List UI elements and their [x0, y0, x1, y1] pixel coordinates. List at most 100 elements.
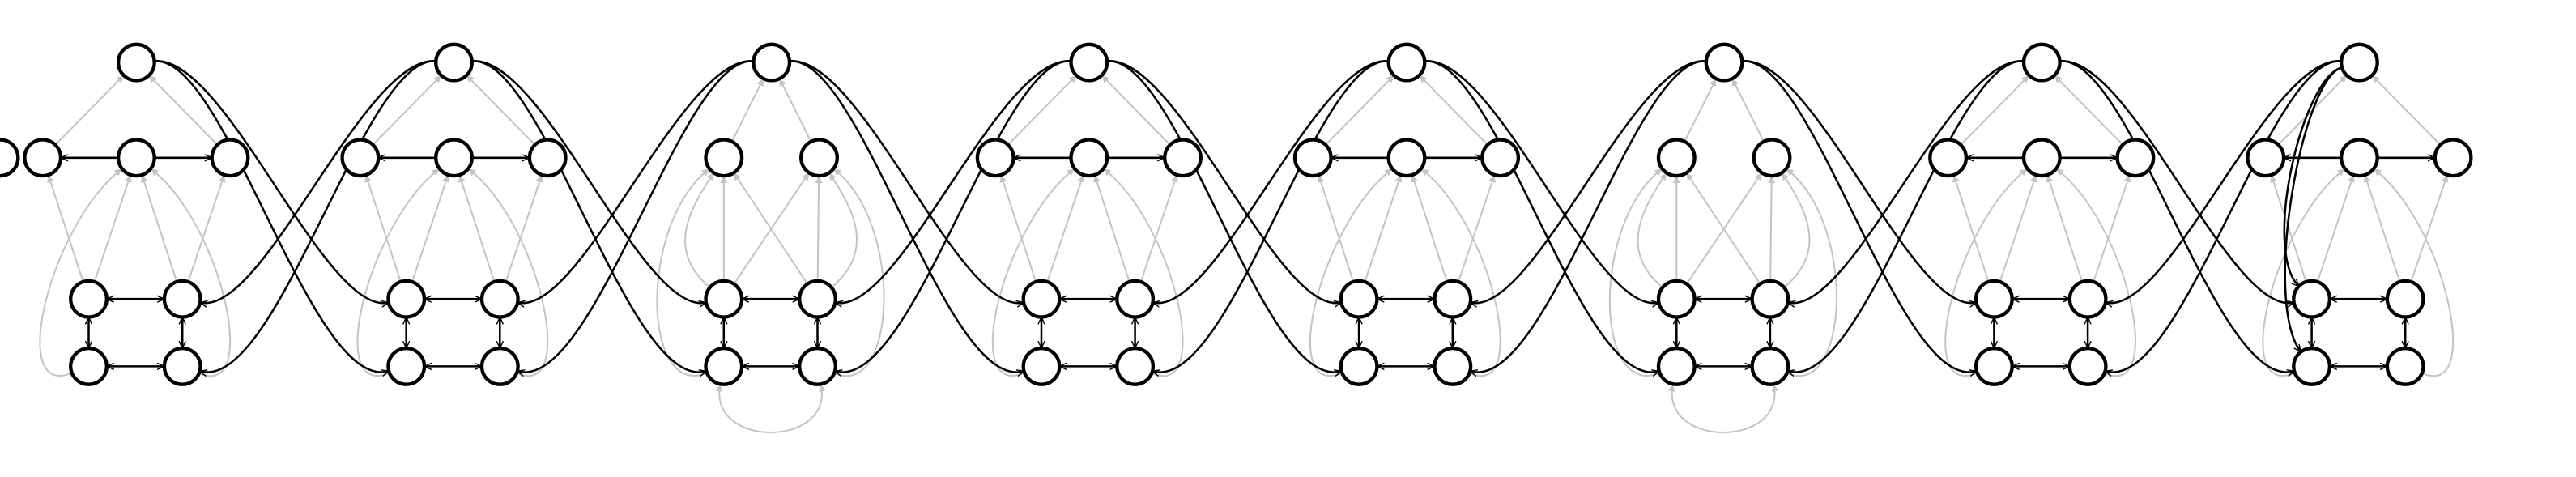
primary-edges: [60, 60, 2436, 372]
block-8-edge-grid-top-right-to-middle-right: [2410, 174, 2449, 283]
block-3-top-to-block-4-grid-top-left: [789, 60, 1023, 303]
block-4-node-top: [1069, 42, 1109, 83]
block-3-curve-left: [656, 168, 710, 377]
block-3-node-top: [752, 42, 792, 83]
block-7-node-grid-top-left: [1974, 279, 2014, 319]
block-1-top-to-block-2-grid-bottom-left: [153, 60, 389, 372]
block-2-top-to-block-1-grid-bottom-left: [200, 60, 437, 372]
block-4-edge-grid-top-right-to-middle-center: [1093, 174, 1130, 283]
block-5-curve-left: [1309, 168, 1394, 377]
block-3-node-middle-left: [704, 138, 744, 178]
block-3-top-to-block-2-grid-top-left: [518, 60, 755, 303]
block-4-top-to-block-3-grid-bottom-left: [835, 60, 1072, 372]
block-7-node-grid-top-right: [2067, 279, 2108, 319]
block-3-node-grid-top-right: [798, 279, 837, 319]
block-7-node-middle-left: [1928, 138, 1969, 178]
block-1-node-top: [116, 42, 156, 83]
block-3-node-grid-bottom-right: [798, 346, 837, 386]
block-4-top-to-block-5-grid-top-left: [1106, 60, 1341, 303]
block-1-node-grid-bottom-right: [162, 346, 202, 386]
block-6-curve-bottom: [1667, 383, 1779, 434]
block-2-top-to-block-3-grid-top-left: [470, 60, 705, 303]
block-8-top-to-block-7-grid-top-left: [2106, 60, 2343, 303]
block-1-edge-grid-top-left-to-middle-center: [93, 174, 132, 283]
block-8-edge-grid-top-left-to-middle-center: [2316, 174, 2355, 283]
block-2-edge-grid-top-right-to-middle-center: [458, 174, 496, 283]
block-2-edge-grid-top-left-to-middle-left: [364, 174, 402, 283]
block-2-node-middle-left: [340, 138, 381, 178]
block-3-top-to-block-4-grid-bottom-left: [789, 60, 1024, 372]
block-2-edge-middle-right-to-top: [466, 75, 536, 146]
block-3-edge-grid-top-right-to-middle-right: [815, 175, 823, 282]
block-3-edge-grid-top-right-to-middle-left: [733, 172, 808, 285]
block-8-top-to-grid-bottom-left: [2284, 66, 2343, 351]
block-7-node-top: [2021, 42, 2062, 83]
block-8-node-grid-top-right: [2385, 279, 2425, 319]
block-1-edge-grid-top-right-to-middle-right: [187, 174, 226, 283]
block-8-top-to-grid-top-left: [2283, 66, 2343, 286]
block-8-node-grid-top-left: [2292, 279, 2332, 319]
block-3-node-grid-top-left: [704, 279, 744, 319]
block-7-curve-right: [2055, 168, 2136, 377]
block-7-node-middle-right: [2115, 138, 2156, 178]
block-7-node-grid-bottom-left: [1974, 346, 2014, 386]
block-5-top-to-block-6-grid-bottom-left: [1424, 60, 1659, 372]
block-4-edge-grid-top-left-to-middle-left: [999, 174, 1037, 283]
block-6-top-to-block-5-grid-bottom-left: [1471, 60, 1707, 372]
block-3-curve-bottom: [715, 383, 826, 434]
block-5-edge-grid-top-right-to-middle-center: [1411, 174, 1448, 283]
nodes: [0, 42, 2473, 386]
block-5-curve-right: [1420, 168, 1501, 377]
block-6-curve-right-inner: [1781, 172, 1811, 288]
block-4-curve-right: [1102, 168, 1184, 377]
block-5-top-to-block-6-grid-top-left: [1424, 60, 1658, 303]
block-7-top-to-block-8-grid-top-left: [2059, 60, 2293, 303]
block-1-edge-grid-top-left-to-middle-left: [47, 174, 84, 283]
block-4-node-grid-bottom-left: [1021, 346, 1062, 386]
block-3-edge-middle-left-to-top: [730, 78, 764, 143]
block-7-top-to-block-8-grid-bottom-left: [2059, 60, 2294, 372]
block-8-top-to-block-7-grid-bottom-left: [2106, 60, 2343, 372]
block-5-top-to-block-4-grid-bottom-left: [1153, 60, 1390, 372]
block-7-node-middle-center: [2021, 138, 2062, 178]
block-5-edge-grid-top-left-to-middle-center: [1364, 174, 1403, 283]
block-6-edge-middle-right-to-top: [1731, 78, 1765, 143]
block-7-node-grid-bottom-right: [2067, 346, 2108, 386]
block-6-curve-left: [1608, 168, 1663, 377]
block-5-edge-grid-top-left-to-middle-left: [1317, 174, 1355, 283]
block-2-node-top: [434, 42, 474, 83]
block-5-node-grid-bottom-left: [1339, 346, 1379, 386]
block-4-node-middle-right: [1163, 138, 1203, 178]
block-6-node-middle-center: [0, 138, 20, 178]
block-8-node-grid-bottom-left: [2292, 346, 2332, 386]
block-2-node-grid-top-left: [386, 279, 427, 319]
block-2-edge-grid-top-left-to-middle-center: [411, 174, 449, 283]
block-3-node-grid-bottom-left: [704, 346, 744, 386]
block-6-edge-middle-left-to-top: [1684, 78, 1718, 143]
block-3-curve-right: [832, 168, 885, 377]
block-1-node-grid-top-left: [69, 279, 109, 319]
block-2-node-grid-bottom-left: [386, 346, 427, 386]
block-5-top-to-block-4-grid-top-left: [1153, 60, 1390, 303]
block-8-edge-grid-top-left-to-middle-left: [2270, 174, 2307, 283]
block-4-curve-left: [991, 168, 1075, 377]
block-7-edge-grid-top-right-to-middle-center: [2046, 174, 2084, 283]
block-5-node-top: [1386, 42, 1427, 83]
block-6-top-to-block-5-grid-top-left: [1471, 60, 1707, 303]
context-edges: [39, 75, 2455, 434]
block-3-node-middle-right: [799, 138, 839, 178]
block-2-curve-left: [356, 168, 441, 377]
block-4-top-to-block-3-grid-top-left: [836, 60, 1072, 303]
block-4-edge-grid-top-left-to-middle-center: [1046, 174, 1085, 283]
block-3-edge-middle-right-to-top: [778, 78, 812, 143]
block-6-edge-grid-top-right-to-middle-right: [1768, 175, 1776, 282]
block-6-node-middle-right: [1752, 138, 1792, 178]
block-2-curve-right: [467, 168, 549, 377]
block-2-node-grid-bottom-right: [479, 346, 520, 386]
block-7-edge-middle-right-to-top: [2054, 75, 2124, 146]
block-7-top-to-block-6-grid-top-left: [1788, 60, 2025, 303]
block-1-node-middle-center: [116, 138, 156, 178]
block-5-node-grid-top-left: [1339, 279, 1379, 319]
block-1-edge-middle-right-to-top: [148, 75, 219, 146]
